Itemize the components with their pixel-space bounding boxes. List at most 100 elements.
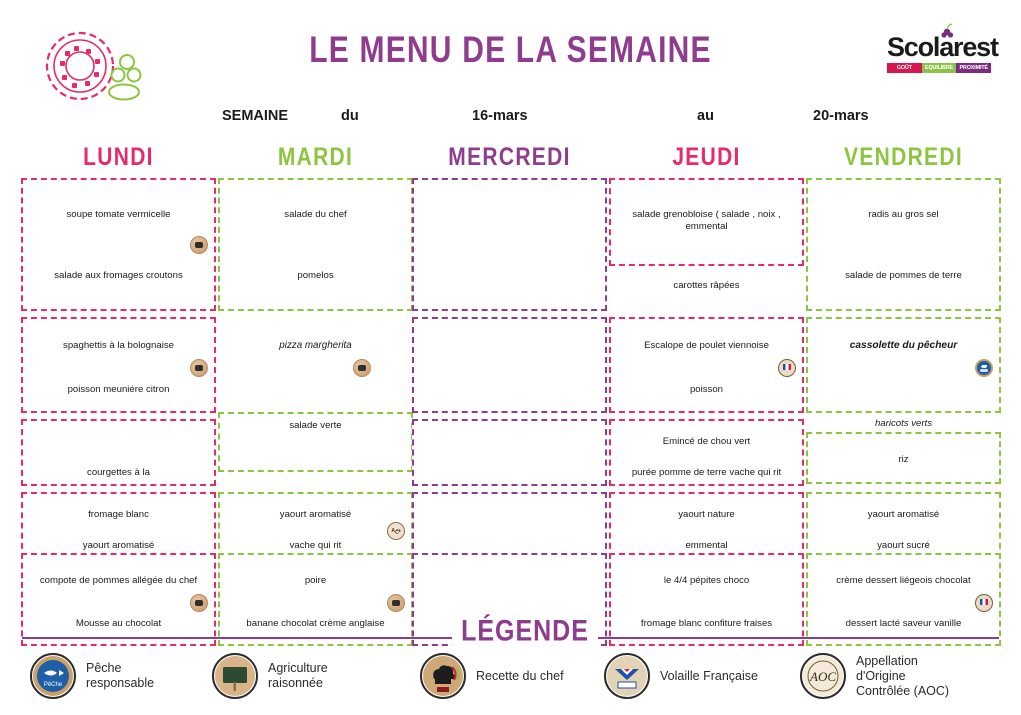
legend-item-label: Volaille Française bbox=[660, 668, 758, 683]
page-header: LE MENU DE LA SEMAINE Scolarest GOÛT EQU… bbox=[0, 0, 1021, 140]
tagline-part-2: EQUILIBRE bbox=[921, 63, 957, 73]
dish-label: fromage blanc confiture fraises bbox=[640, 618, 773, 629]
menu-cell[interactable]: yaourt aromatisé vache qui rit bbox=[218, 492, 413, 559]
legend-item-label: Agriculture raisonnée bbox=[268, 661, 328, 690]
dish-label: radis au gros sel bbox=[868, 209, 939, 220]
dish-label: riz bbox=[898, 454, 909, 465]
dish-label: poire bbox=[304, 575, 327, 586]
dish-label: soupe tomate vermicelle bbox=[66, 209, 171, 220]
day-header-vendredi: VENDREDI bbox=[844, 143, 963, 171]
dish-label: Escalope de poulet viennoise bbox=[644, 340, 769, 351]
menu-cell[interactable]: yaourt aromatisé yaourt sucré bbox=[806, 492, 1001, 559]
dish-label: yaourt sucré bbox=[877, 540, 930, 551]
dish-label: emmental bbox=[685, 540, 728, 551]
menu-cell[interactable] bbox=[412, 419, 607, 486]
brand-tagline: GOÛT EQUILIBRE PROXIMITÉ bbox=[887, 63, 992, 73]
menu-cell[interactable]: le 4/4 pépites choco fromage blanc confit… bbox=[609, 553, 804, 646]
menu-cell[interactable] bbox=[412, 317, 607, 413]
day-header-mercredi: MERCREDI bbox=[448, 143, 571, 171]
day-header-jeudi: JEUDI bbox=[672, 143, 741, 171]
dish-label: dessert lacté saveur vanille bbox=[845, 618, 962, 629]
chef-badge-icon bbox=[190, 594, 208, 612]
menu-cell[interactable]: soupe tomate vermicelle salade aux fromag… bbox=[21, 178, 216, 311]
aoc-icon: AOC bbox=[800, 653, 846, 699]
day-cells bbox=[412, 178, 607, 646]
svg-text:AOC: AOC bbox=[809, 669, 836, 684]
dish-label: yaourt aromatisé bbox=[279, 509, 352, 520]
dish-label: salade de pommes de terre bbox=[845, 270, 962, 281]
week-end-date: 20-mars bbox=[813, 108, 869, 124]
dish-label: spaghettis à la bolognaise bbox=[63, 340, 174, 351]
dish-label: le 4/4 pépites choco bbox=[663, 575, 750, 586]
day-column-jeudi: JEUDI salade grenobloise ( salade , noix … bbox=[609, 143, 804, 646]
legend-item-label: Appellation d'Origine Contrôlée (AOC) bbox=[856, 653, 950, 698]
dish-label: salade grenobloise ( salade , noix , emm… bbox=[632, 209, 781, 232]
chef-badge-icon bbox=[190, 359, 208, 377]
day-cells: radis au gros sel salade de pommes de ter… bbox=[806, 178, 1001, 646]
day-cells: soupe tomate vermicelle salade aux fromag… bbox=[21, 178, 216, 646]
dish-label: pizza margherita bbox=[279, 340, 352, 351]
dish-label: haricots verts bbox=[874, 418, 933, 429]
menu-cell[interactable]: Emincé de chou vert purée pomme de terre … bbox=[609, 419, 804, 486]
dish-label: yaourt aromatisé bbox=[867, 509, 940, 520]
dish-label: salade verte bbox=[289, 420, 342, 431]
dish-label: yaourt nature bbox=[678, 509, 735, 520]
menu-cell[interactable]: radis au gros sel salade de pommes de ter… bbox=[806, 178, 1001, 311]
legend-item: AOC Appellation d'Origine Contrôlée (AOC) bbox=[800, 653, 949, 699]
menu-cell[interactable]: salade grenobloise ( salade , noix , emm… bbox=[609, 178, 804, 291]
dish-label: yaourt aromatisé bbox=[82, 540, 155, 551]
day-column-vendredi: VENDREDI radis au gros sel salade de pomme… bbox=[806, 143, 1001, 646]
peche-responsable-icon: PêChe bbox=[30, 653, 76, 699]
menu-cell[interactable] bbox=[412, 492, 607, 559]
au-label: au bbox=[697, 108, 714, 124]
peche-badge-icon bbox=[975, 359, 993, 377]
menu-cell[interactable]: pizza margherita bbox=[218, 317, 413, 413]
week-start-date: 16-mars bbox=[472, 108, 528, 124]
dish-label: Emincé de chou vert bbox=[662, 436, 751, 447]
menu-cell[interactable]: yaourt nature emmental bbox=[609, 492, 804, 559]
legend-item-label: Recette du chef bbox=[476, 668, 564, 683]
grape-icon bbox=[941, 23, 954, 38]
week-range: SEMAINE du 16-mars au 20-mars bbox=[0, 108, 1021, 134]
tagline-part-3: PROXIMITÉ bbox=[956, 63, 992, 73]
menu-cell[interactable]: poire banane chocolat crème anglaise bbox=[218, 553, 413, 646]
vol-badge-icon bbox=[778, 359, 796, 377]
svg-text:PêChe: PêChe bbox=[44, 682, 63, 688]
day-header-mardi: MARDI bbox=[277, 143, 354, 171]
dish-label: purée pomme de terre vache qui rit bbox=[631, 467, 782, 478]
menu-cell[interactable]: spaghettis à la bolognaise poisson meunié… bbox=[21, 317, 216, 413]
chef-badge-icon bbox=[387, 594, 405, 612]
dish-label: Mousse au chocolat bbox=[75, 618, 162, 629]
scolarest-logo: Scolarest GOÛT EQUILIBRE PROXIMITÉ bbox=[887, 23, 999, 84]
menu-cell[interactable]: haricots verts riz bbox=[806, 418, 1001, 484]
recette-du-chef-icon bbox=[420, 653, 466, 699]
title-block: LE MENU DE LA SEMAINE bbox=[0, 30, 1021, 70]
legend-item: Agriculture raisonnée bbox=[212, 653, 328, 699]
vol-badge-icon bbox=[975, 594, 993, 612]
dish-label: cassolette du pêcheur bbox=[849, 340, 958, 351]
menu-cell[interactable]: courgettes à la bbox=[21, 419, 216, 486]
dish-label: crème dessert liégeois chocolat bbox=[836, 575, 971, 586]
menu-cell[interactable] bbox=[412, 178, 607, 311]
plate-decor-logo bbox=[38, 28, 168, 108]
tagline-part-1: GOÛT bbox=[887, 63, 922, 73]
menu-cell[interactable]: crème dessert liégeois chocolat dessert l… bbox=[806, 553, 1001, 646]
aoc-badge-icon bbox=[387, 522, 405, 540]
dish-label: banane chocolat crème anglaise bbox=[246, 618, 385, 629]
menu-cell[interactable]: salade verte bbox=[218, 412, 413, 472]
agriculture-raisonnee-icon bbox=[212, 653, 258, 699]
dish-label: poisson meuniére citron bbox=[67, 384, 170, 395]
dish-label: vache qui rit bbox=[289, 540, 342, 551]
menu-cell[interactable]: cassolette du pêcheur bbox=[806, 317, 1001, 413]
dish-label: salade aux fromages croutons bbox=[54, 270, 183, 281]
